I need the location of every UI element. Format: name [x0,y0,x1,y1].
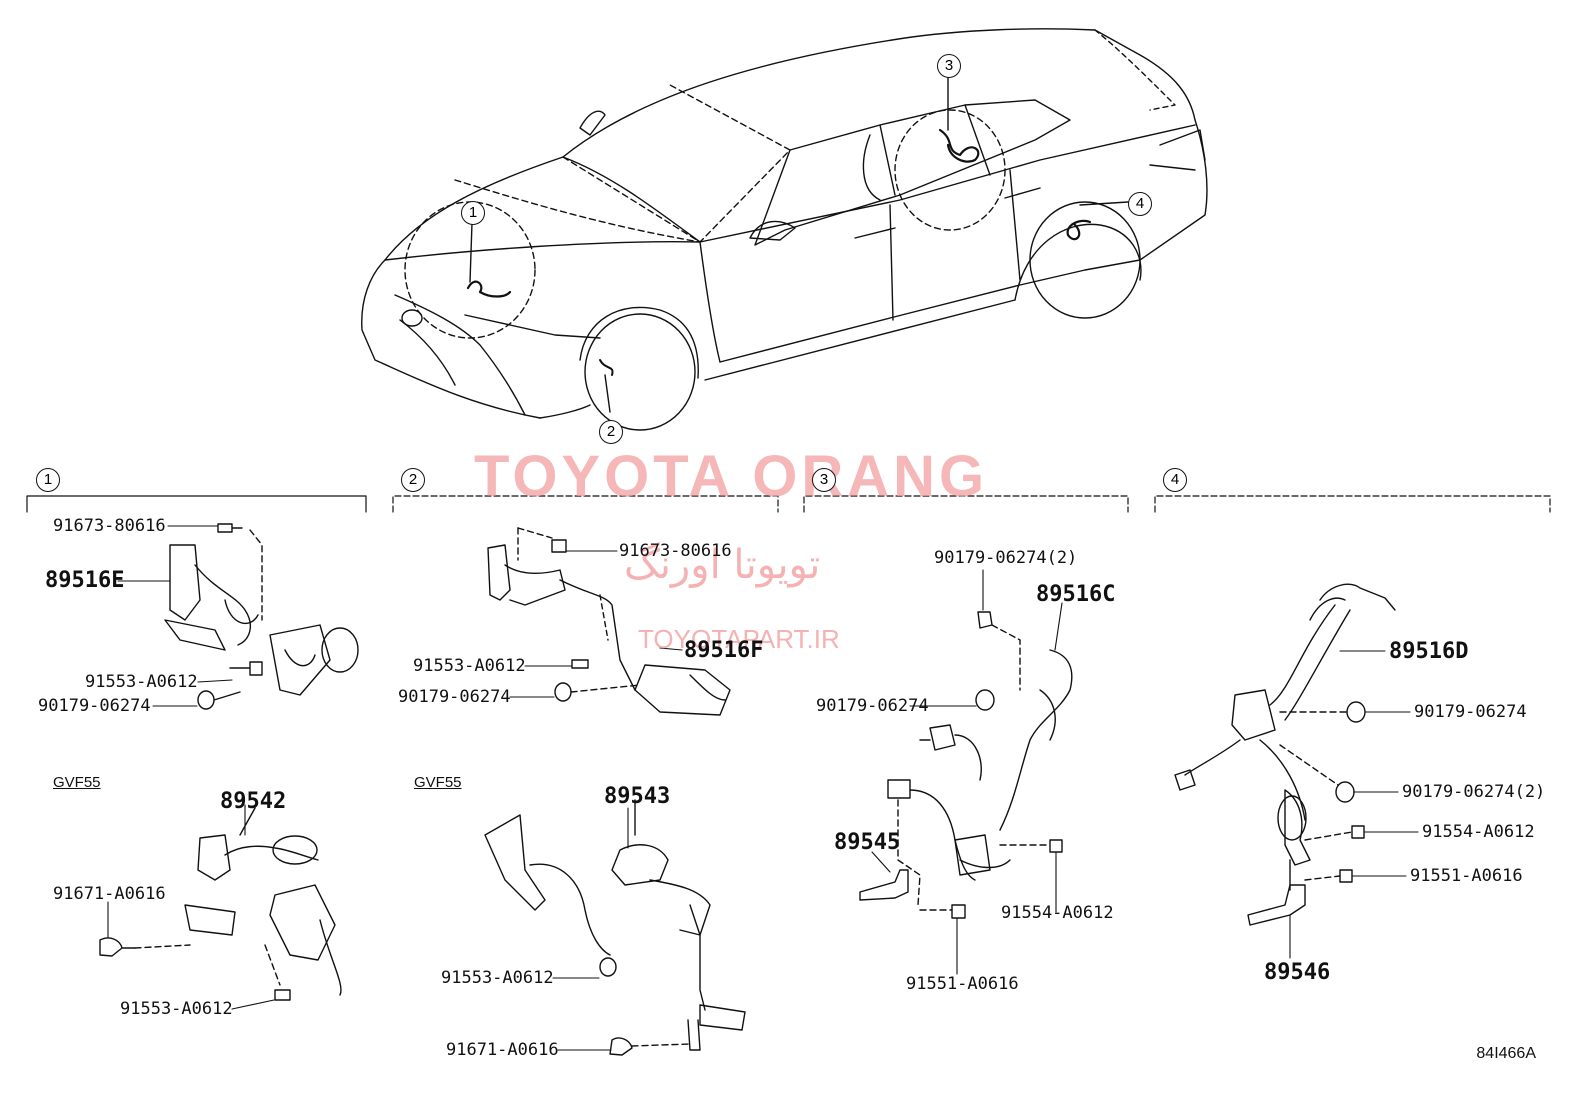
part-label: 89516C [1036,582,1116,607]
part-label: 91553-A0612 [120,999,233,1019]
car-illustration [361,28,1208,431]
part-label: 91553-A0612 [441,968,554,988]
part-label: 90179-06274 [1414,702,1527,722]
part-label: 89516E [45,568,125,593]
section-brackets [26,495,1551,513]
part-label: 89546 [1264,960,1331,985]
part-label: 89516F [684,638,764,663]
part-label: 91553-A0612 [85,672,198,692]
part-label: 91553-A0612 [413,656,526,676]
callout-2: 2 [599,420,623,444]
callout-1: 1 [461,201,485,225]
callout-4: 4 [1128,192,1152,216]
part-label: 89545 [834,830,901,855]
model-code: GVF55 [53,774,101,791]
section-3-number: 3 [812,468,836,492]
section-4-number: 4 [1163,468,1187,492]
section-1-art [99,523,359,1001]
part-label: 90179-06274 [38,696,151,716]
section-3-art [859,611,1073,919]
callout-3: 3 [937,54,961,78]
part-label: 89516D [1389,639,1469,664]
section-1-number: 1 [36,468,60,492]
part-label: 89542 [220,789,287,814]
part-label: 91673-80616 [619,541,732,561]
model-code: GVF55 [414,774,462,791]
part-label: 91673-80616 [53,516,166,536]
part-label: 90179-06274 [816,696,929,716]
watermark-brand: TOYOTA ORANG [474,444,989,509]
part-label: 89543 [604,784,671,809]
part-label: 91551-A0616 [906,974,1019,994]
part-label: 91671-A0616 [446,1040,559,1060]
section-2-number: 2 [401,468,425,492]
part-label: 91554-A0612 [1001,903,1114,923]
leader-lines [107,525,1419,1051]
watermark-site: TOYOTAPART.IR [638,624,840,654]
part-label: 91671-A0616 [53,884,166,904]
part-label: 90179-06274(2) [1402,782,1546,802]
part-label: 91551-A0616 [1410,866,1523,886]
watermark-persian: تویوتا اورنگ [624,542,821,588]
part-label: 91554-A0612 [1422,822,1535,842]
part-label: 90179-06274(2) [934,548,1078,568]
section-2-art [484,527,746,1056]
drawing-code: 84I466A [1476,1045,1536,1062]
section-4-art [1174,583,1396,926]
part-label: 90179-06274 [398,687,511,707]
